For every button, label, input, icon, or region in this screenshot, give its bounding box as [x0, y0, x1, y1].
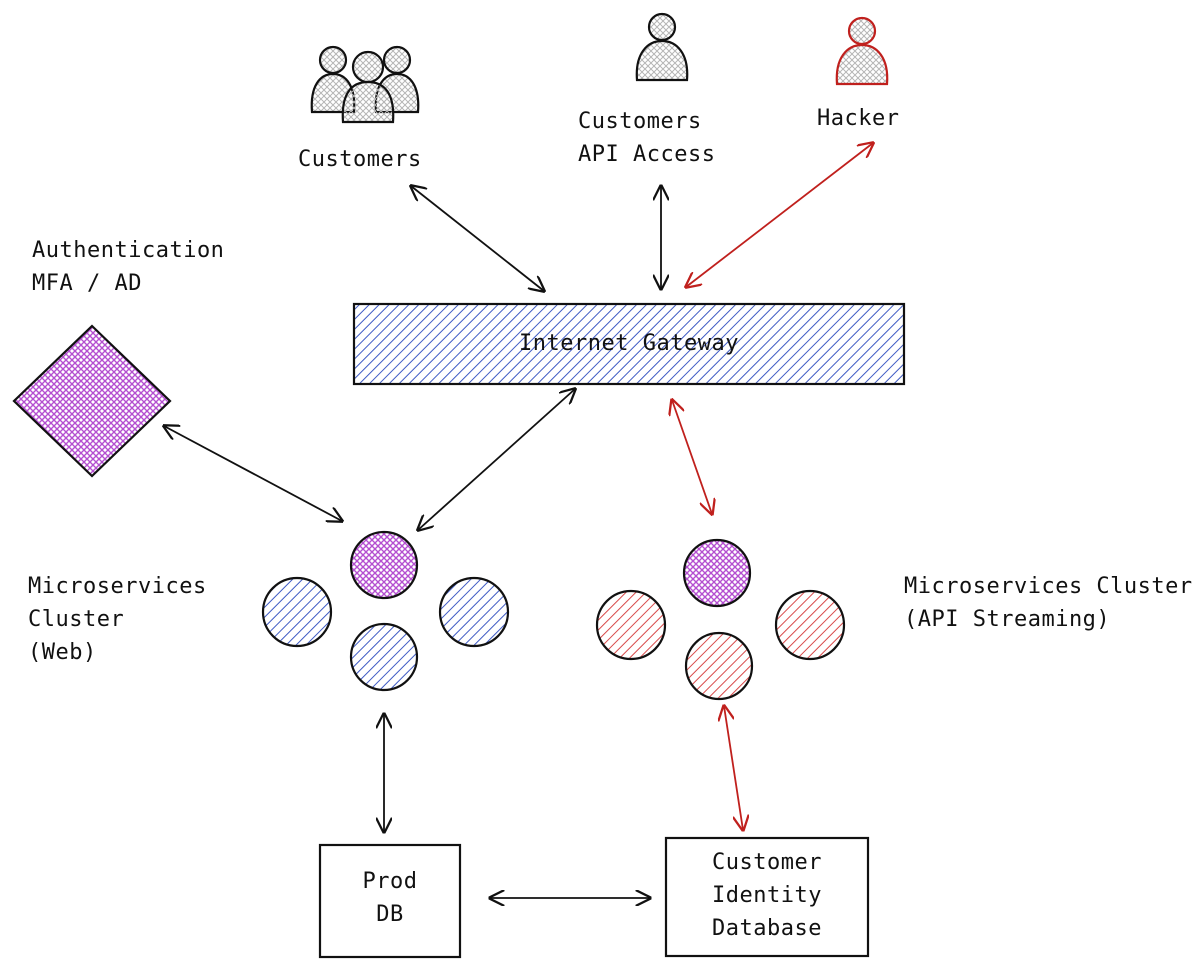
web-cluster-nodes: [261, 530, 510, 692]
identity-db-label: Customer Identity Database: [712, 850, 822, 941]
prod-db-label: Prod DB: [362, 869, 418, 927]
customers-group-icon: [310, 45, 420, 124]
api-node-top: [682, 538, 752, 608]
web-node-bottom: [349, 622, 419, 692]
hacker-label: Hacker: [817, 106, 900, 131]
api-cluster-nodes: [595, 538, 846, 701]
hacker-gateway-arrow: [686, 143, 873, 287]
web-node-right: [438, 576, 510, 648]
internet-gateway-label: Internet Gateway: [519, 331, 739, 356]
auth-web-cluster-arrow: [164, 426, 342, 521]
api-customers-label: Customers API Access: [578, 109, 716, 167]
authentication-label: Authentication MFA / AD: [32, 238, 225, 296]
web-node-top: [349, 530, 419, 600]
web-cluster-label: Microservices Cluster (Web): [28, 574, 207, 665]
internet-gateway-box: [352, 302, 906, 386]
api-node-bottom: [684, 631, 754, 701]
identity-db-box: [664, 836, 870, 958]
api-node-left: [595, 589, 667, 661]
customers-label: Customers: [298, 147, 422, 172]
prod-db-box: [318, 843, 462, 959]
gateway-web-cluster-arrow: [418, 389, 575, 530]
api-cluster-identity-db-arrow: [724, 706, 743, 830]
api-customer-icon: [635, 12, 689, 82]
api-node-right: [774, 589, 846, 661]
hacker-icon: [835, 16, 889, 86]
gateway-api-cluster-arrow: [672, 400, 712, 514]
web-node-left: [261, 576, 333, 648]
customers-gateway-arrow: [411, 186, 544, 291]
api-cluster-label: Microservices Cluster (API Streaming): [904, 574, 1193, 632]
authentication-diamond: [12, 324, 172, 478]
